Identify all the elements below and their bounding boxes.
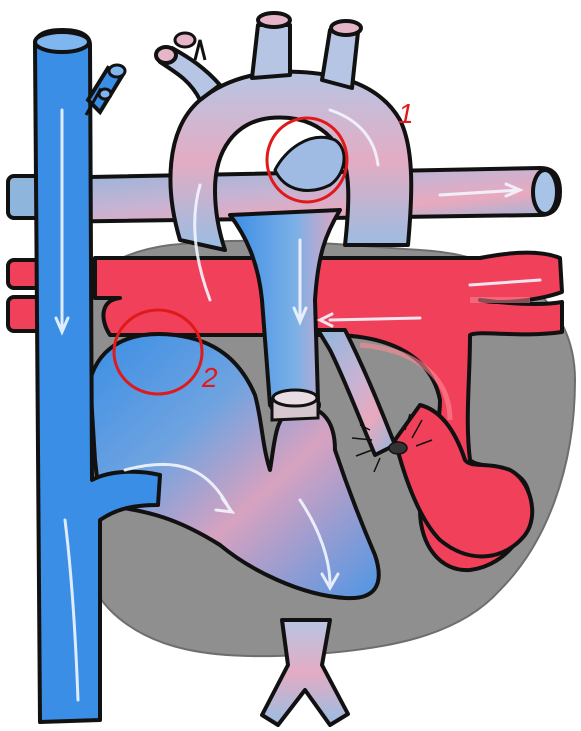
annotation-label-1: 1 — [398, 98, 414, 130]
ductus-arteriosus — [275, 137, 344, 190]
ligature-band-icon — [271, 390, 319, 420]
annotation-label-2: 2 — [202, 362, 218, 394]
